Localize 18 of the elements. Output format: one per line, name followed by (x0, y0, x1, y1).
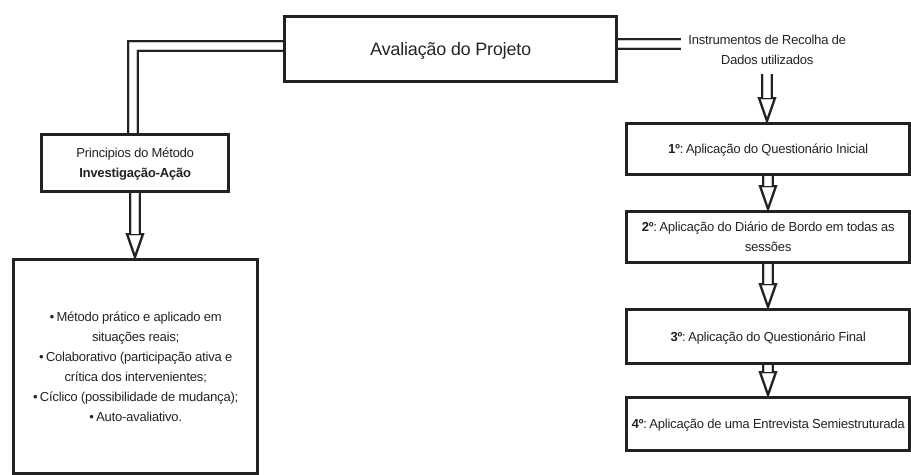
box-label: 3º: Aplicação do Questionário Final (670, 328, 866, 346)
process-box (625, 122, 911, 176)
list-box (12, 258, 259, 475)
list-item: • Método prático e aplicado em situações reais; (48, 308, 222, 346)
list-item: • Colaborativo (participação ativa e crítica dos intervenientes; (38, 348, 233, 386)
process-box (625, 396, 911, 452)
box-label: 4º: Aplicação de uma Entrevista Semiestruturada (632, 415, 904, 433)
title-box (283, 15, 618, 83)
box-label: Avaliação do Projeto (370, 39, 531, 59)
list-item: • Auto-avaliativo. (88, 408, 183, 426)
box-label: Principios do Método Investigação-Ação (75, 144, 195, 182)
process-box (625, 210, 911, 264)
process-box (625, 308, 911, 365)
list-item: • Cíclico (possibilidade de mudança); (32, 388, 240, 406)
node-label: Instrumentos de Recolha de Dados utilizados (687, 31, 847, 69)
process-box (40, 133, 230, 193)
box-label: 1º: Aplicação do Questionário Inicial (668, 140, 868, 158)
box-label: 2º: Aplicação do Diário de Bordo em todas as sessões (640, 218, 896, 256)
